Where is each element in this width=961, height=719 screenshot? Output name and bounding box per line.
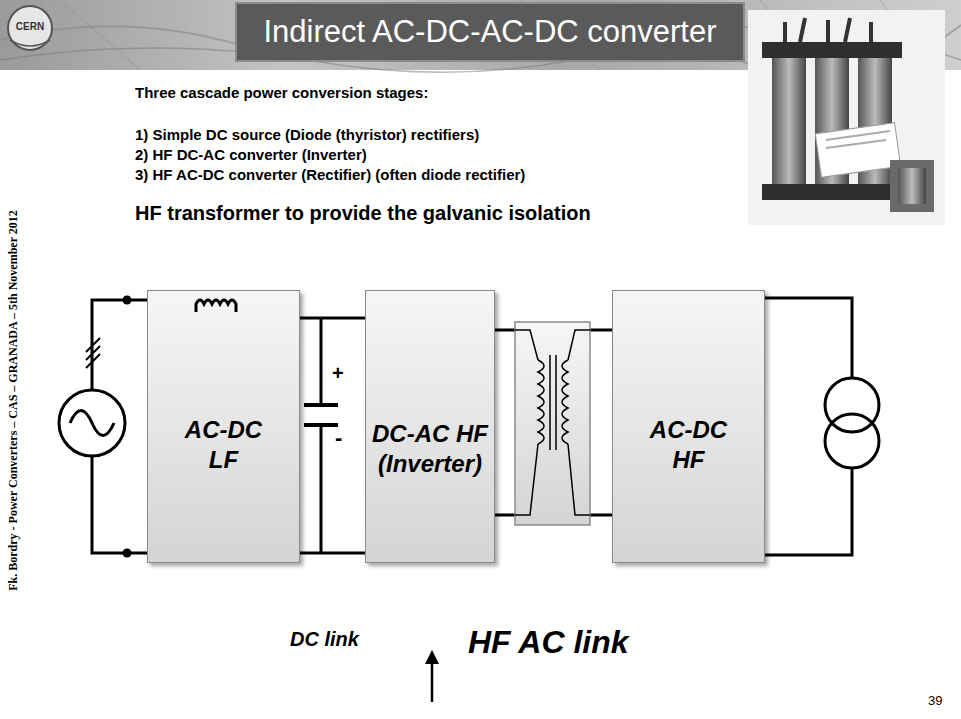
converter-box: AC-DC LF [147,290,300,563]
load-wire [765,298,852,378]
pointer-arrowhead [425,650,439,664]
transformer-core-lines [550,355,556,450]
slide-title: Indirect AC-DC-AC-DC converter [240,7,740,57]
capacitor-symbol [304,405,338,425]
cern-logo [8,6,52,50]
transformer-winding [562,360,568,444]
transformer-coil [772,58,806,184]
ac-source-symbol [59,390,125,456]
hf-transformer [515,322,590,525]
logo-text: CERN [8,21,52,32]
source-wire [92,300,147,390]
capacitor-wire [320,425,323,553]
three-phase-mark [86,338,100,368]
small-transformer [898,168,926,204]
inductor-symbol [196,300,236,312]
transformer-photo [748,10,945,225]
wire-connector [300,552,365,555]
title-banner [236,3,744,61]
current-source-symbol [825,378,879,432]
ac-source [59,390,125,456]
transformer-box [515,322,590,525]
load-wire [765,468,852,555]
pointer-arrow [425,650,439,702]
cern-logo [10,40,50,46]
inductor-symbol [196,300,236,312]
text-label: - [335,425,342,451]
current-source-symbol [825,414,879,468]
capacitor-wire [320,318,323,405]
pointer-arrow [431,662,434,702]
transformer-core [762,184,902,200]
footer-note: Fk. Bordry - Power Converters – CAS – GR… [6,101,21,701]
text-label: 3) HF AC-DC converter (Rectifier) (often… [135,166,525,183]
text-label: DC link [290,628,359,651]
converter-box: DC-AC HF (Inverter) [365,290,495,563]
cern-logo [8,6,52,50]
sine-symbol [70,411,114,436]
small-transformer [890,160,934,212]
box-label: DC-AC HF (Inverter) [371,419,489,479]
photo-ground [748,10,945,225]
text-label: 1) Simple DC source (Diode (thyristor) r… [135,126,479,143]
text-label: HF transformer to provide the galvanic i… [135,202,591,225]
text-label: + [332,362,344,385]
converter-box: AC-DC HF [612,290,765,563]
page-number: 39 [928,693,942,708]
text-label: Three cascade power conversion stages: [135,84,428,101]
current-source [825,378,879,468]
transformer-leads [515,330,590,515]
photo-card [815,123,900,178]
transformer-leads [785,18,871,42]
transformer-wire [495,330,515,515]
photo-card-lines [826,131,890,148]
transformer-winding [538,360,544,444]
wire-connector [300,317,365,320]
junction-dot [123,296,132,305]
junction-dot [123,549,132,558]
transformer-wire [590,330,612,515]
box-label: AC-DC LF [178,415,270,475]
text-label: 2) HF DC-AC converter (Inverter) [135,146,367,163]
text-label: HF AC link [468,624,629,661]
source-wire [92,456,147,553]
transformer-core [762,42,902,58]
capacitor-plate [304,405,338,425]
box-label: AC-DC HF [643,415,735,475]
